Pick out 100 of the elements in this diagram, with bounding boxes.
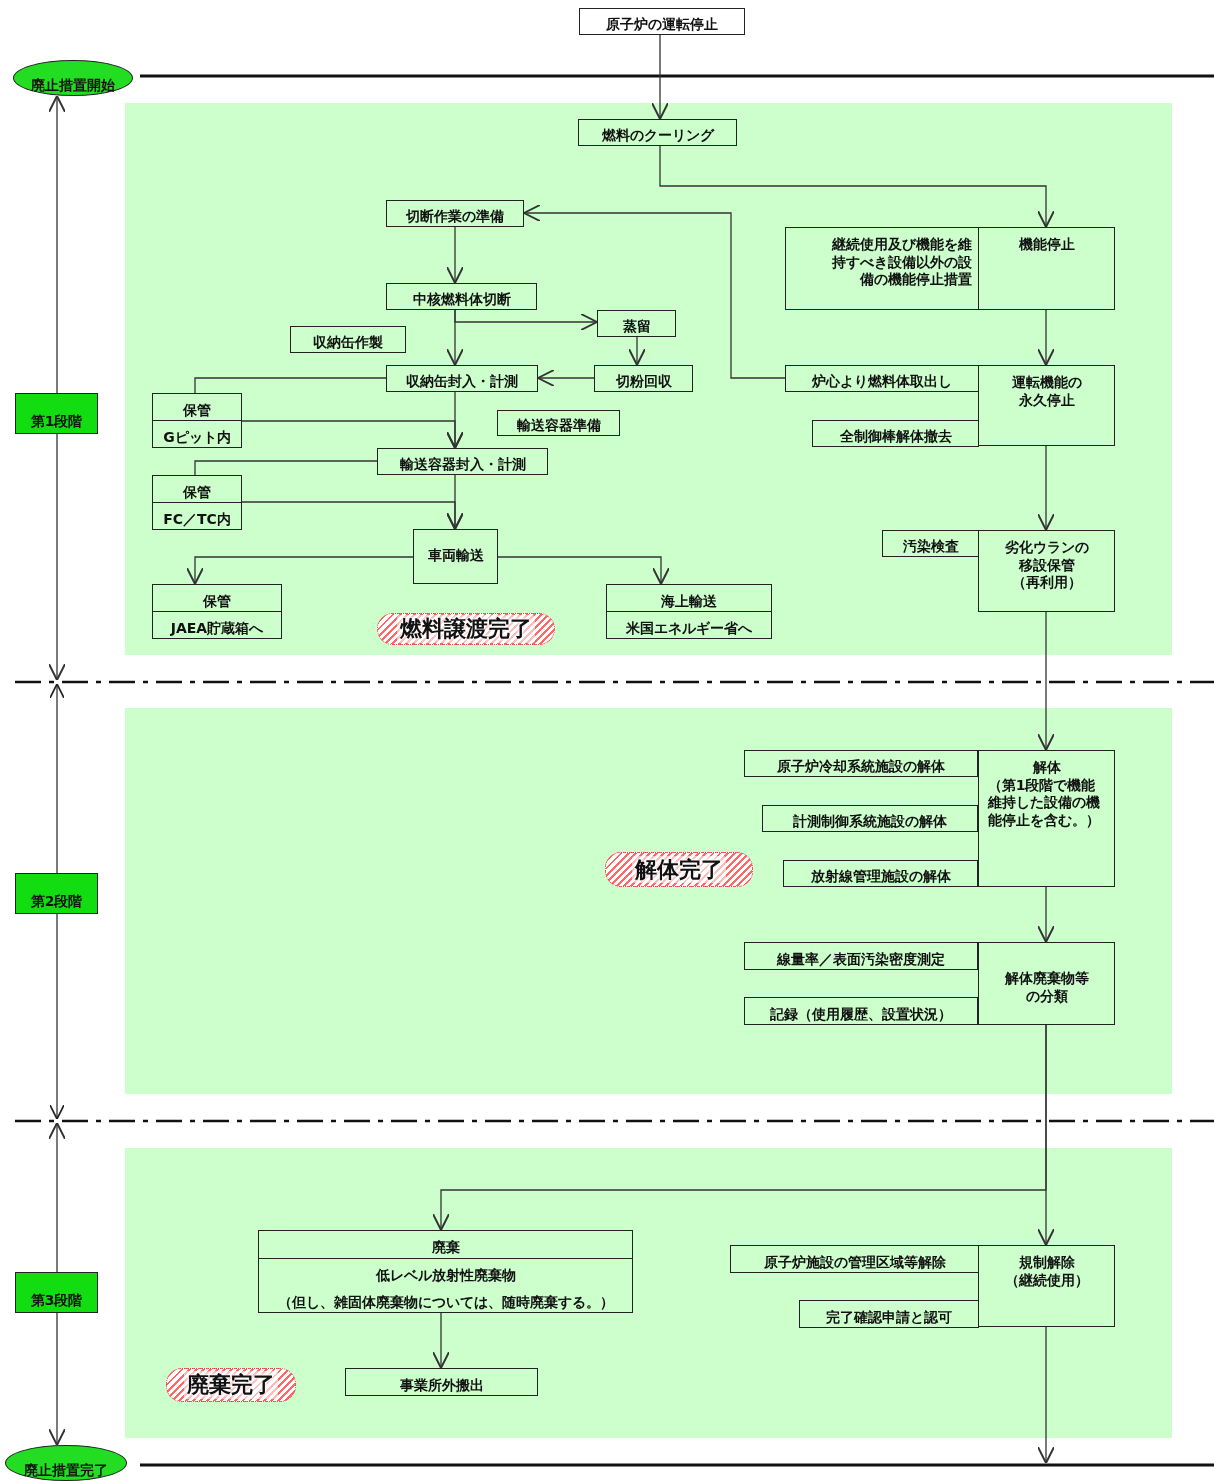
process-box xyxy=(413,529,498,584)
process-box xyxy=(744,942,978,970)
arrow xyxy=(628,336,646,366)
badge-label: 燃料譲渡完了 xyxy=(397,615,535,643)
box-label: （再利用） xyxy=(1010,574,1083,592)
process-box xyxy=(882,530,979,557)
box-label: 切粉回収 xyxy=(615,372,672,390)
box-label: 蒸留 xyxy=(622,317,651,335)
box-text: FC／TC内 xyxy=(162,509,232,529)
arrow xyxy=(1037,445,1055,531)
phase-label xyxy=(15,873,98,914)
process-box xyxy=(783,860,978,887)
process-box xyxy=(762,805,978,832)
box-label: 炉心より燃料体取出し xyxy=(812,372,952,390)
box-label: 廃止措置開始 xyxy=(31,76,115,94)
process-box xyxy=(152,584,282,639)
box-label: 全制御棒解体撤去 xyxy=(839,427,952,445)
arrow xyxy=(523,204,786,379)
box-label: （継続使用） xyxy=(1003,1271,1090,1289)
box-label: 原子炉冷却系統施設の解体 xyxy=(777,757,945,775)
arrow xyxy=(1037,886,1055,943)
box-label: 廃止措置完了 xyxy=(24,1461,108,1479)
box-label: 規制解除 xyxy=(1017,1254,1076,1272)
process-box xyxy=(258,1230,633,1313)
box-text: JAEA貯蔵箱へ xyxy=(169,618,265,638)
process-box xyxy=(594,365,693,392)
process-box xyxy=(744,997,978,1025)
process-box xyxy=(152,393,242,448)
arrow xyxy=(186,556,414,585)
process-box xyxy=(785,365,979,392)
box-label: 完了確認申請と認可 xyxy=(826,1308,952,1326)
arrow xyxy=(659,145,1055,228)
box-label: 輸送容器準備 xyxy=(516,416,601,434)
box-label: 第2段階 xyxy=(30,892,83,910)
process-box xyxy=(597,310,676,337)
box-label: 計測制御系統施設の解体 xyxy=(793,812,947,830)
arrow xyxy=(446,226,464,284)
box-text: 低レベル放射性廃棄物 xyxy=(374,1265,517,1285)
box-label: 輸送容器封入・計測 xyxy=(399,455,526,473)
process-box xyxy=(578,119,737,146)
arrow xyxy=(446,391,464,449)
box-label: 収納缶作製 xyxy=(313,333,383,351)
process-box xyxy=(606,584,772,639)
arrow xyxy=(432,1312,450,1369)
process-box xyxy=(579,8,745,35)
completion-badge xyxy=(377,613,555,645)
arrow xyxy=(537,369,595,387)
box-label: 原子炉の運転停止 xyxy=(606,15,718,33)
process-box xyxy=(386,200,524,227)
process-box xyxy=(812,420,979,447)
box-label: 切断作業の準備 xyxy=(406,207,504,225)
box-label: 機能停止 xyxy=(1018,236,1075,254)
process-box xyxy=(978,1245,1115,1327)
box-heading: 保管 xyxy=(153,394,241,421)
process-box xyxy=(978,530,1115,612)
badge-label: 解体完了 xyxy=(632,855,726,884)
box-label: 継続使用及び機能を維持すべき設備以外の設備の機能停止措置 xyxy=(832,236,972,289)
box-label: 原子炉施設の管理区域等解除 xyxy=(763,1253,946,1271)
box-text: Gピット内 xyxy=(162,427,232,447)
box-label: 車両輸送 xyxy=(427,547,484,565)
box-heading: 廃棄 xyxy=(259,1231,632,1259)
box-label: 劣化ウランの移設保管 xyxy=(1004,539,1089,574)
connector-line xyxy=(194,460,378,476)
box-label: 第1段階 xyxy=(30,412,83,430)
box-text: 米国エネルギー省へ xyxy=(625,618,753,638)
box-text: （但し、雑固体廃棄物については、随時廃棄する。） xyxy=(276,1292,615,1312)
process-box xyxy=(152,475,242,530)
process-box xyxy=(744,750,978,777)
box-label: 燃料のクーリング xyxy=(601,126,714,144)
arrow xyxy=(497,556,670,585)
box-label: 放射線管理施設の解体 xyxy=(810,867,951,885)
box-heading: 保管 xyxy=(153,585,281,612)
process-box xyxy=(785,227,979,310)
completion-badge xyxy=(166,1368,296,1402)
connector-line xyxy=(194,377,387,394)
process-box xyxy=(978,227,1115,310)
box-label: 収納缶封入・計測 xyxy=(406,372,518,390)
arrow xyxy=(1037,309,1055,366)
process-box xyxy=(290,326,406,353)
arrow xyxy=(446,309,464,366)
process-box xyxy=(978,942,1115,1025)
box-label: 線量率／表面汚染密度測定 xyxy=(777,950,945,968)
box-label: 解体廃棄物等の分類 xyxy=(1004,970,1089,1005)
box-heading: 保管 xyxy=(153,476,241,503)
phase-label xyxy=(15,1272,98,1313)
box-label: 事業所外搬出 xyxy=(399,1376,484,1394)
process-box xyxy=(978,365,1115,446)
arrow xyxy=(48,95,66,681)
arrow xyxy=(446,474,464,530)
process-box xyxy=(730,1245,979,1273)
process-box xyxy=(799,1300,979,1328)
box-label: 運転機能の永久停止 xyxy=(1011,374,1082,409)
box-label: 汚染検査 xyxy=(902,537,959,555)
arrow xyxy=(651,34,669,120)
arrow xyxy=(1037,1024,1055,1246)
completion-badge xyxy=(605,852,753,887)
box-label: 記録（使用履歴、設置状況） xyxy=(770,1005,952,1023)
box-label: 解体 xyxy=(1031,759,1062,777)
box-label: （第1段階で機能維持した設備の機能停止を含む。） xyxy=(987,776,1101,829)
badge-label: 廃棄完了 xyxy=(184,1371,278,1399)
